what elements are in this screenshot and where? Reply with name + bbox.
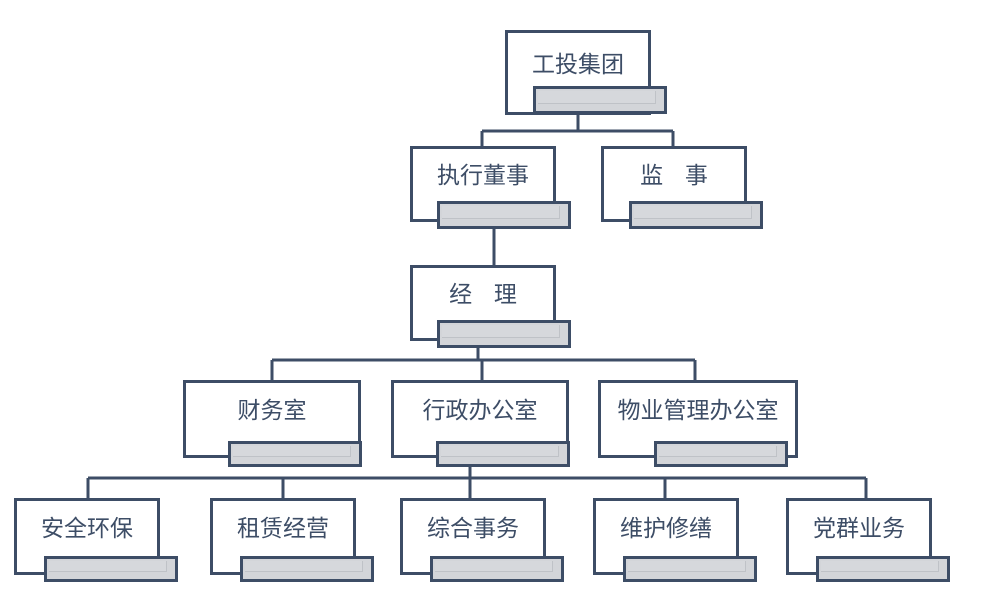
- node-label-administrative-office: 行政办公室: [422, 397, 538, 424]
- node-bar-safety-environment: [44, 556, 178, 582]
- node-label-finance-office: 财务室: [237, 397, 307, 424]
- node-bar-general-affairs: [430, 556, 564, 582]
- node-label-manager: 经理: [449, 281, 539, 308]
- node-label-executive-director: 执行董事: [437, 162, 529, 189]
- node-bar-finance-office: [228, 441, 362, 467]
- node-label-supervisor: 监事: [640, 162, 730, 189]
- node-label-maintenance-repair: 维护修缮: [620, 514, 712, 541]
- node-bar-leasing-operations: [240, 556, 374, 582]
- node-label-safety-environment: 安全环保: [41, 514, 133, 541]
- node-label-property-management-office: 物业管理办公室: [617, 397, 779, 424]
- node-bar-party-affairs: [816, 556, 950, 582]
- node-label-group-hq: 工投集团: [532, 50, 624, 77]
- node-label-leasing-operations: 租赁经营: [237, 514, 329, 541]
- node-bar-property-management-office: [654, 441, 788, 467]
- node-bar-executive-director: [437, 201, 571, 229]
- node-bar-supervisor: [629, 201, 763, 229]
- node-bar-administrative-office: [436, 441, 570, 467]
- node-bar-manager: [437, 320, 571, 348]
- node-bar-group-hq: [533, 86, 667, 114]
- node-label-general-affairs: 综合事务: [427, 514, 519, 541]
- node-label-party-affairs: 党群业务: [813, 514, 905, 541]
- node-bar-maintenance-repair: [623, 556, 757, 582]
